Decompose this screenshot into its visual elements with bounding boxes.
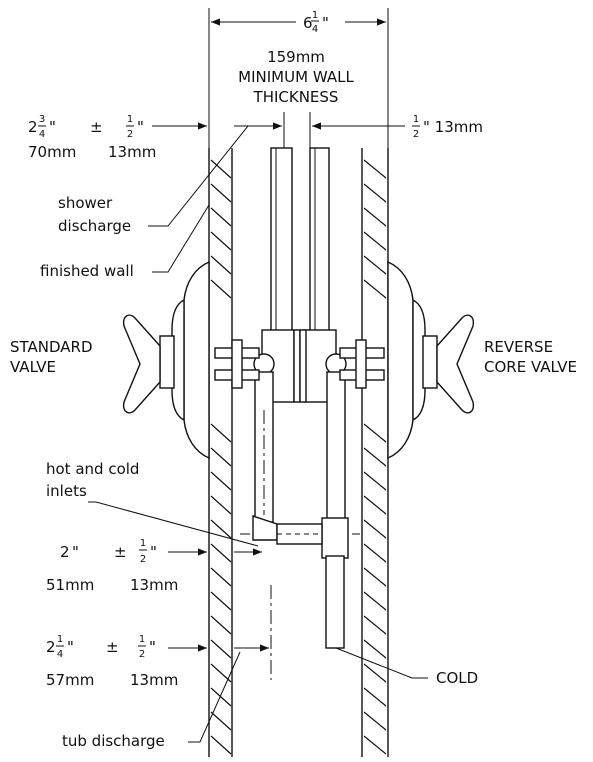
centerlines <box>263 410 272 680</box>
right-gap-frac-den: 2 <box>413 129 419 140</box>
shower-offset-frac-den: 4 <box>39 129 45 140</box>
tub-discharge-label: tub discharge <box>62 732 165 750</box>
shower-offset-mm: 70mm <box>28 143 76 161</box>
tub-discharge-callout: tub discharge <box>62 651 241 750</box>
min-wall-line2: THICKNESS <box>253 88 339 106</box>
reverse-valve-line2: CORE VALVE <box>484 358 577 376</box>
left-wall-hatch <box>210 159 232 755</box>
finished-wall-callout: finished wall <box>40 204 210 280</box>
inlet-offset-tol-mm: 13mm <box>130 576 178 594</box>
wall-span-frac-num: 1 <box>312 10 318 21</box>
tub-offset-frac-den: 4 <box>57 649 63 660</box>
tub-offset-tol-den: 2 <box>139 649 145 660</box>
tub-offset-whole: 2 <box>46 638 56 656</box>
shower-discharge-line2: discharge <box>58 217 131 235</box>
wall-span-unit: " <box>322 14 329 32</box>
right-inlet-pipe <box>321 371 349 649</box>
tub-offset-pm: ± <box>106 638 119 656</box>
right-riser-pipe <box>309 147 330 339</box>
shower-offset-frac-num: 3 <box>39 114 45 125</box>
reverse-valve-callout: REVERSE CORE VALVE <box>484 338 577 376</box>
left-inlet-pipe <box>252 371 278 541</box>
shower-offset-unit: " <box>49 118 56 136</box>
tub-offset-tol-num: 1 <box>139 634 145 645</box>
shower-offset-dimension: 2 3 4 " ± 1 2 " 70mm 13mm <box>28 112 285 161</box>
tub-offset-dimension: 2 1 4 " ± 1 2 " 57mm 13mm <box>46 634 269 689</box>
inlet-offset-unit: " <box>72 543 79 561</box>
standard-valve-line2: VALVE <box>10 358 56 376</box>
tub-offset-frac-num: 1 <box>57 634 63 645</box>
inlet-offset-mm: 51mm <box>46 576 94 594</box>
left-wall <box>208 148 233 757</box>
right-wall-hatch <box>363 159 387 755</box>
inlets-line2: inlets <box>46 482 87 500</box>
shower-offset-tol-den: 2 <box>127 129 133 140</box>
inlet-offset-tol-num: 1 <box>140 538 146 549</box>
shower-offset-tol-mm: 13mm <box>108 143 156 161</box>
min-wall-line1: MINIMUM WALL <box>238 68 354 86</box>
standard-valve-line1: STANDARD <box>10 338 93 356</box>
finished-wall-label: finished wall <box>40 262 134 280</box>
right-gap-dimension: 1 2 " 13mm <box>309 112 483 148</box>
shower-discharge-line1: shower <box>58 194 113 212</box>
shower-offset-whole: 2 <box>28 118 38 136</box>
left-riser-pipe <box>270 147 293 339</box>
cold-label: COLD <box>436 669 478 687</box>
inlet-offset-dimension: 2 " ± 1 2 " 51mm 13mm <box>46 538 262 594</box>
reverse-valve-line1: REVERSE <box>484 338 553 356</box>
standard-valve-assembly <box>122 260 260 460</box>
wall-span-frac-den: 4 <box>312 24 318 35</box>
right-gap-unit: " 13mm <box>423 118 483 136</box>
inlet-offset-pm: ± <box>114 543 127 561</box>
shower-offset-tol-num: 1 <box>127 114 133 125</box>
crossover-pipe <box>240 523 360 545</box>
inlet-offset-tol-unit: " <box>150 543 157 561</box>
tub-offset-tol-mm: 13mm <box>130 671 178 689</box>
wall-span-mm: 159mm <box>267 48 325 66</box>
right-wall <box>361 148 389 757</box>
cold-callout: COLD <box>335 647 478 687</box>
inlets-callout: hot and cold inlets <box>46 460 259 547</box>
right-valve-body <box>299 329 347 403</box>
tub-offset-tol-unit: " <box>149 638 156 656</box>
inlet-offset-whole: 2 <box>60 543 70 561</box>
shower-offset-tol-unit: " <box>137 118 144 136</box>
shower-discharge-callout: shower discharge <box>58 125 249 235</box>
wall-span-dimension: 6 1 4 " 159mm MINIMUM WALL THICKNESS <box>208 8 389 148</box>
inlets-line1: hot and cold <box>46 460 139 478</box>
inlet-offset-tol-den: 2 <box>140 554 146 565</box>
shower-offset-pm: ± <box>90 118 103 136</box>
wall-span-whole: 6 <box>303 14 313 32</box>
right-gap-frac-num: 1 <box>413 114 419 125</box>
tub-offset-unit: " <box>67 638 74 656</box>
standard-valve-callout: STANDARD VALVE <box>10 338 93 376</box>
reverse-core-valve-assembly <box>339 260 475 460</box>
tub-offset-mm: 57mm <box>46 671 94 689</box>
